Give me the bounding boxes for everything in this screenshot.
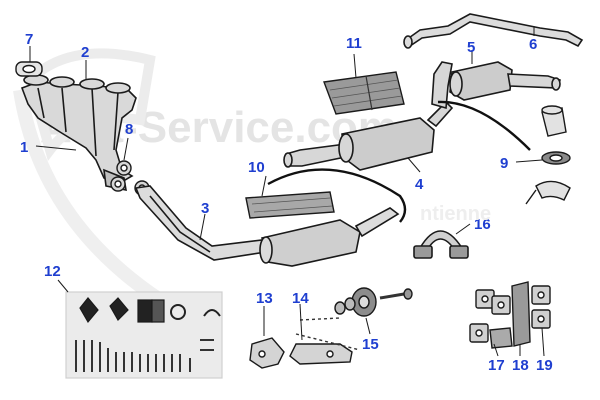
callout-17: 17: [488, 357, 505, 374]
tail-pipe: [403, 13, 584, 49]
callout-6: 6: [529, 36, 537, 53]
callout-12: 12: [44, 263, 61, 280]
callout-16: 16: [474, 216, 491, 233]
fitting-kit: [65, 291, 223, 379]
manifold-gasket: [15, 61, 43, 77]
rear-muffler: [431, 61, 561, 110]
rubber-straps: [267, 100, 531, 223]
callout-labels: 1 2 3 4 5 6 7 8 9 10 11 12 13 14 15 16 1…: [20, 31, 553, 374]
callout-1: 1: [20, 139, 28, 156]
callout-13: 13: [256, 290, 273, 307]
callout-4: 4: [415, 176, 424, 193]
callout-18: 18: [512, 357, 529, 374]
leader-lines: [29, 26, 545, 357]
callout-3: 3: [201, 200, 209, 217]
center-muffler: [283, 100, 454, 171]
callout-9: 9: [500, 155, 508, 172]
front-pipe: [134, 185, 400, 267]
callout-7: 7: [25, 31, 33, 48]
heat-shield-small: [245, 191, 335, 219]
callout-8: 8: [125, 121, 133, 138]
callout-2: 2: [81, 44, 89, 61]
callout-11: 11: [346, 35, 362, 52]
rubber-mount: [334, 287, 413, 317]
rear-bracket-assembly: [469, 281, 551, 349]
watermark-logo-swoosh: [13, 88, 164, 306]
callout-5: 5: [467, 39, 475, 56]
callout-10: 10: [248, 159, 265, 176]
callout-14: 14: [292, 290, 309, 307]
pipe-clamp: [413, 230, 469, 259]
watermark-subtext: ntienne: [420, 203, 491, 225]
exhaust-tip: [525, 105, 571, 205]
callout-15: 15: [362, 336, 379, 353]
heat-shield: [323, 71, 405, 115]
mounting-brackets: [249, 317, 361, 369]
callout-19: 19: [536, 357, 553, 374]
